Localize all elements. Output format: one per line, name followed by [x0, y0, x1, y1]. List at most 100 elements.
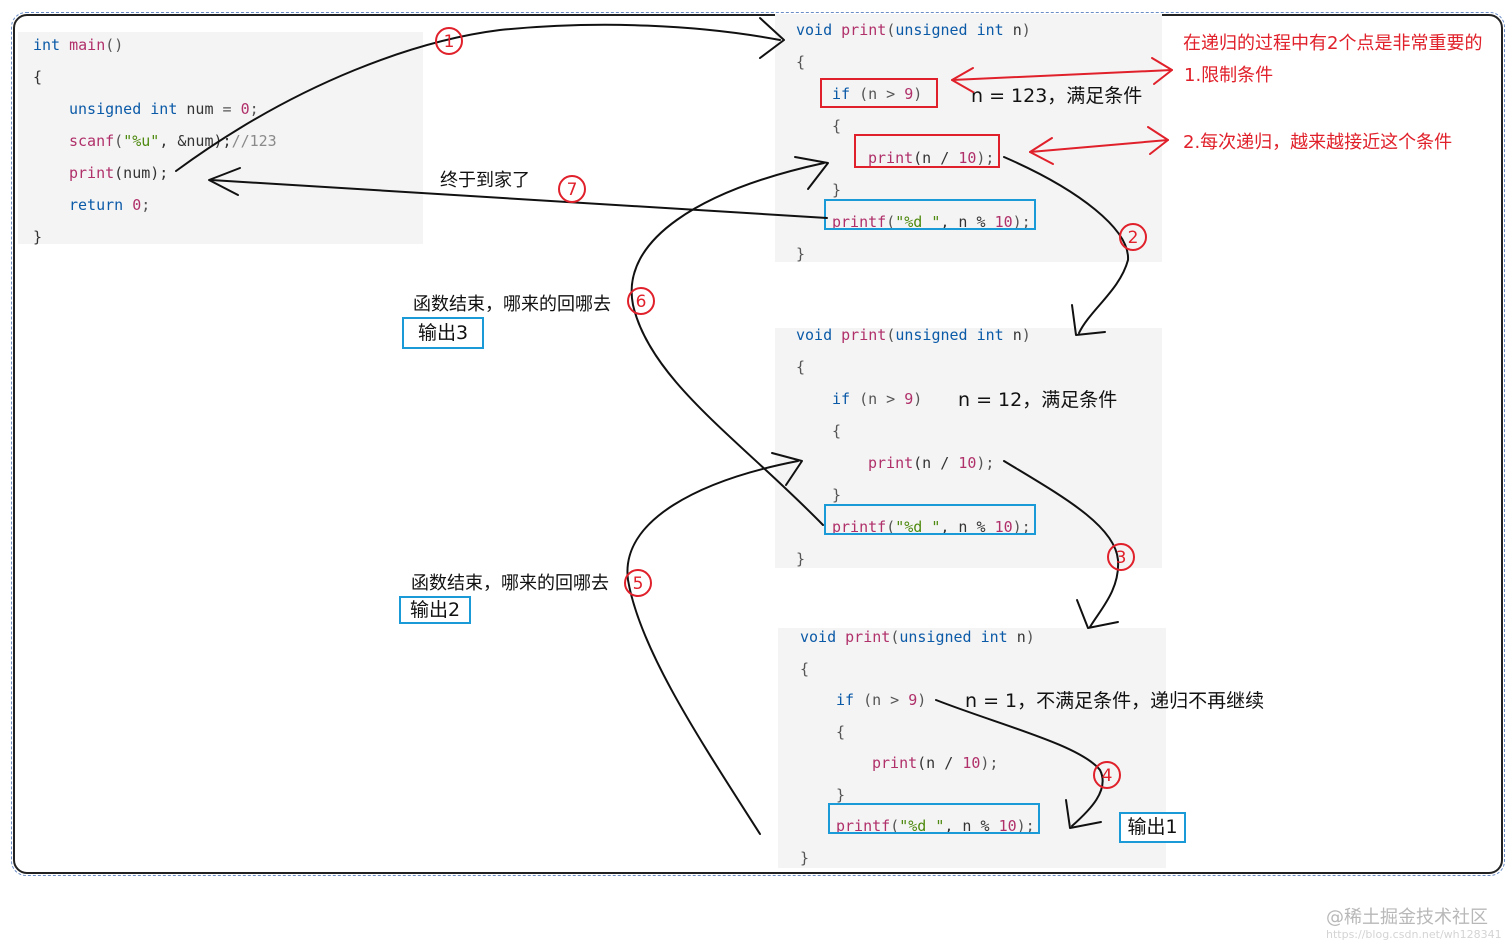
output-1-box: 输出1	[1119, 812, 1186, 843]
print-block-1-open-brace: {	[800, 660, 809, 678]
step-marker-number: 1	[444, 32, 455, 52]
arrow-path-step-2	[1003, 156, 1130, 334]
paren: (	[886, 21, 896, 39]
paren: )	[917, 691, 927, 709]
print-block-123-printf-highlight	[824, 199, 1036, 230]
call-close: );	[1016, 817, 1035, 835]
kw-void: void	[796, 21, 833, 39]
printf-args: , n %	[940, 213, 995, 231]
watermark-sub: https://blog.csdn.net/wh128341	[1326, 928, 1502, 941]
condition: (n >	[863, 691, 909, 709]
literal-ten: 10	[994, 213, 1013, 231]
kw-if: if	[832, 390, 851, 408]
brace: {	[832, 422, 842, 440]
print-block-12-recursive-call: print(n / 10);	[868, 454, 994, 472]
printf-args: , n %	[944, 817, 999, 835]
kw-return: return	[69, 196, 124, 214]
literal-ten: 10	[962, 754, 981, 772]
arrow-path-step-7	[210, 179, 828, 219]
step-marker-7: 7	[558, 175, 586, 203]
kw-int: int	[976, 21, 1004, 39]
arrowhead-step-6	[794, 156, 829, 190]
format-string: "%d "	[895, 518, 941, 536]
point-1-limit-condition: 1.限制条件	[1184, 65, 1274, 86]
fn-print: print	[69, 164, 115, 182]
print-block-12	[775, 328, 1162, 568]
paren: )	[913, 390, 923, 408]
semicolon: ;	[141, 196, 151, 214]
step-marker-3: 3	[1107, 543, 1135, 571]
fn-print: print	[841, 326, 887, 344]
main-line-3: unsigned int num = 0;	[69, 100, 259, 118]
op-assign: =	[222, 100, 232, 118]
paren: (	[890, 817, 900, 835]
condition: (n >	[859, 85, 905, 103]
main-line-6: return 0;	[69, 196, 150, 214]
print-block-123-inner-open: {	[832, 117, 841, 135]
arrow-path-step-6	[630, 162, 825, 526]
step-marker-5: 5	[624, 569, 652, 597]
step-marker-circle	[627, 287, 655, 315]
literal-nine: 9	[908, 691, 918, 709]
fn-printf: printf	[836, 817, 891, 835]
paren: (	[886, 518, 896, 536]
print-block-123-recursive-call: print(n / 10);	[868, 149, 994, 167]
print-block-123-signature: void print(unsigned int n)	[796, 21, 1031, 39]
literal-zero: 0	[240, 100, 250, 118]
call-close: );	[1012, 518, 1031, 536]
literal-nine: 9	[904, 85, 914, 103]
print-block-123-printf-line: printf("%d ", n % 10);	[832, 213, 1031, 231]
arrow-path-step-1	[175, 23, 781, 172]
fn-printf: printf	[832, 213, 887, 231]
call-args: (n /	[913, 454, 959, 472]
print-block-12-if-line: if (n > 9)	[832, 390, 922, 408]
print-block-12-inner-close: }	[832, 486, 841, 504]
kw-if: if	[832, 85, 851, 103]
main-line-2: {	[33, 68, 43, 86]
kw-void: void	[796, 326, 833, 344]
kw-unsigned: unsigned	[895, 21, 968, 39]
arrow-path-step-4	[935, 699, 1104, 827]
kw-void: void	[800, 628, 837, 646]
step-marker-number: 4	[1102, 766, 1113, 786]
step-marker-circle	[1119, 223, 1147, 251]
step-marker-4: 4	[1093, 761, 1121, 789]
step-marker-number: 2	[1128, 228, 1139, 248]
brace: }	[836, 786, 846, 804]
param-n: n	[1016, 628, 1026, 646]
arrowhead-step-4	[1065, 799, 1102, 829]
print-block-123	[775, 14, 1162, 262]
main-code-block	[18, 32, 423, 244]
arrow-path-step-3	[1003, 460, 1120, 628]
step-marker-circle	[624, 569, 652, 597]
paren: (	[114, 132, 124, 150]
literal-ten: 10	[998, 817, 1017, 835]
comment-123: //123	[231, 132, 277, 150]
fn-print: print	[868, 454, 914, 472]
step-marker-number: 5	[633, 574, 644, 594]
home-label: 终于到家了	[440, 170, 530, 191]
kw-if: if	[836, 691, 855, 709]
kw-unsigned: unsigned	[69, 100, 142, 118]
brace: {	[836, 723, 846, 741]
main-line-5: print(num);	[69, 164, 168, 182]
var-num: num	[186, 100, 214, 118]
printf-args: , n %	[940, 518, 995, 536]
red-arrowhead-limit-right	[1151, 57, 1173, 85]
brace: }	[796, 245, 806, 263]
call-args: (n /	[913, 149, 959, 167]
print-block-123-close-brace: }	[796, 245, 805, 263]
output-3-box: 输出3	[402, 317, 484, 349]
arrow-path-step-5	[626, 460, 799, 835]
arrowhead-step-5	[771, 452, 803, 486]
print-args: (num);	[114, 164, 169, 182]
kw-unsigned: unsigned	[899, 628, 972, 646]
fn-main: main	[69, 36, 106, 54]
arrowhead-step-3	[1076, 599, 1119, 629]
condition-n-12: n = 12，满足条件	[958, 389, 1118, 411]
watermark-main: @稀土掘金技术社区	[1326, 907, 1488, 928]
red-arrowhead-approach-right	[1147, 126, 1169, 155]
step-marker-circle	[558, 175, 586, 203]
fn-scanf: scanf	[69, 132, 115, 150]
